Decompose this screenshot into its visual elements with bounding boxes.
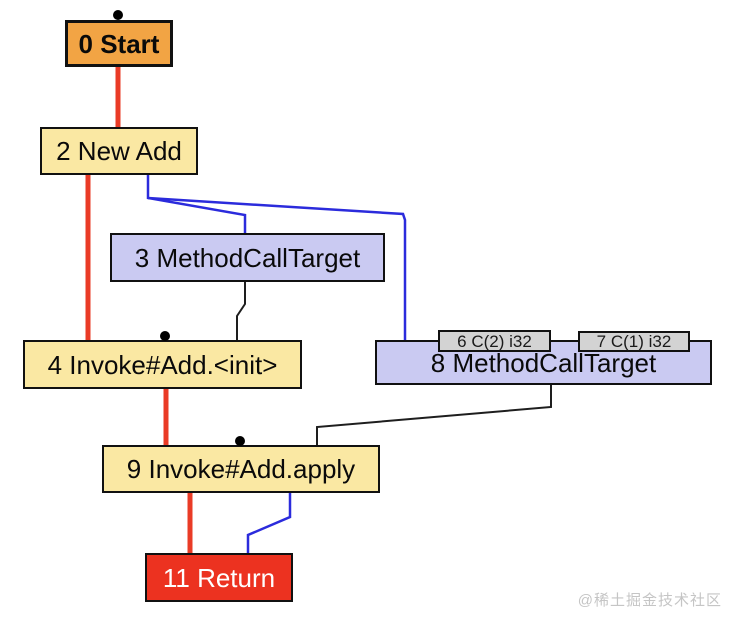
node-6-label: 6 C(2) i32: [457, 331, 532, 351]
node-11[interactable]: 11 Return: [145, 553, 293, 602]
node-2[interactable]: 2 New Add: [40, 127, 198, 175]
node-11-label: 11 Return: [162, 562, 276, 593]
node-4-label: 4 Invoke#Add.<init>: [47, 349, 278, 380]
node-7-label: 7 C(1) i32: [596, 332, 672, 351]
node-4[interactable]: 4 Invoke#Add.<init>: [23, 340, 302, 389]
node-0-label: 0 Start: [78, 28, 160, 59]
node-7[interactable]: 7 C(1) i32: [578, 331, 690, 352]
node-2-label: 2 New Add: [56, 136, 182, 166]
node-3-label: 3 MethodCallTarget: [134, 242, 361, 273]
edge-assoc-methodcalltarget3-to-invokeinit: [236, 281, 246, 341]
node-9-label: 9 Invoke#Add.apply: [126, 454, 356, 484]
edge-data-newadd-to-methodcalltarget8: [147, 196, 407, 341]
edge-data-invokeapply-to-return: [246, 492, 292, 554]
node-9[interactable]: 9 Invoke#Add.apply: [102, 445, 380, 493]
edge-data-newadd-to-methodcalltarget3: [146, 174, 247, 234]
node-3[interactable]: 3 MethodCallTarget: [110, 233, 385, 282]
node-0[interactable]: 0 Start: [65, 20, 173, 67]
watermark: @稀土掘金技术社区: [577, 592, 722, 609]
node-6[interactable]: 6 C(2) i32: [438, 330, 551, 352]
node-8-label: 8 MethodCallTarget: [430, 347, 657, 378]
edge-assoc-methodcalltarget8-to-invokeapply: [316, 384, 552, 446]
